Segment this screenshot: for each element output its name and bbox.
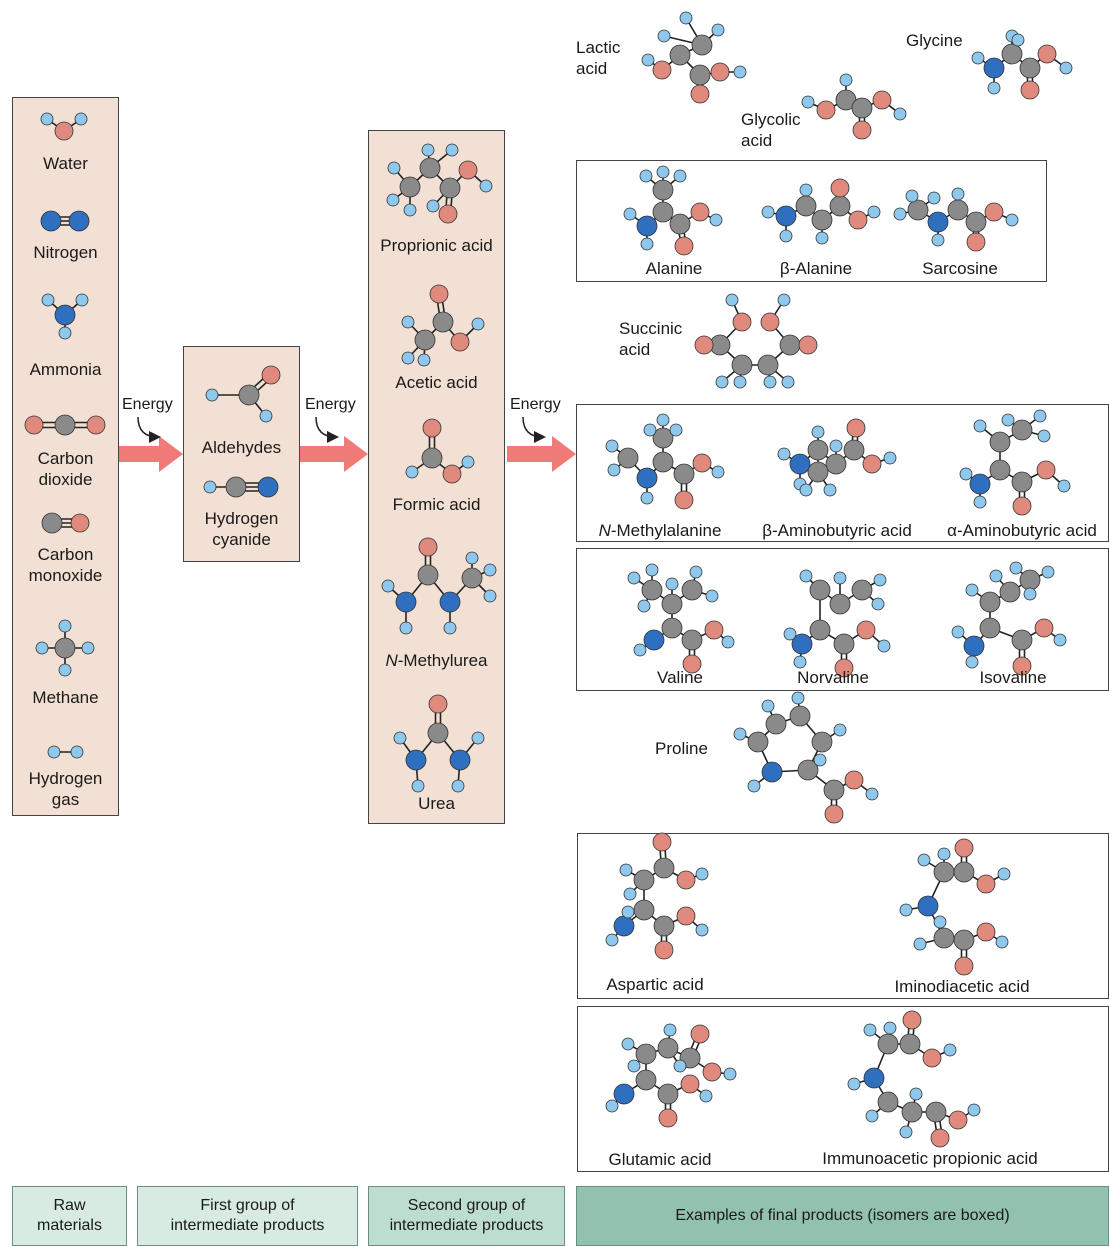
label-iminodiacetic-acid: Iminodiacetic acid bbox=[894, 977, 1030, 996]
label-formic-acid: Formic acid bbox=[392, 495, 481, 514]
label-immunoacetic-propionic-acid: Immunoacetic propionic acid bbox=[822, 1149, 1038, 1168]
label-nitrogen: Nitrogen bbox=[33, 243, 98, 262]
second-intermediates-panel bbox=[368, 130, 505, 824]
arrow-2 bbox=[300, 416, 368, 472]
label-n-methylurea-suffix: -Methylurea bbox=[397, 651, 488, 670]
carbon-dioxide-molecule bbox=[24, 414, 106, 436]
sarcosine-molecule bbox=[893, 187, 1019, 252]
label-succinic-acid: Succinic acid bbox=[619, 319, 683, 359]
proline-molecule bbox=[733, 691, 879, 824]
label-alanine: Alanine bbox=[645, 259, 703, 278]
lactic-acid-molecule bbox=[641, 11, 747, 104]
n-methylurea-molecule bbox=[381, 537, 497, 635]
label-glycine: Glycine bbox=[906, 31, 963, 50]
energy-label-2: Energy bbox=[305, 396, 356, 413]
legend-raw-materials-text: Raw materials bbox=[37, 1197, 102, 1234]
norvaline-molecule bbox=[783, 569, 891, 678]
n-methylalanine-molecule bbox=[605, 413, 725, 510]
label-carbon-monoxide: Carbon monoxide bbox=[28, 545, 103, 585]
water-molecule bbox=[40, 112, 88, 141]
label-ammonia: Ammonia bbox=[29, 360, 102, 379]
label-aspartic-acid: Aspartic acid bbox=[606, 975, 704, 994]
label-alpha-aminobutyric-acid: α-Aminobutyric acid bbox=[947, 521, 1097, 540]
glycolic-acid-molecule bbox=[801, 73, 907, 140]
first-intermediates-panel bbox=[183, 346, 300, 562]
label-carbon-dioxide: Carbon dioxide bbox=[37, 449, 94, 489]
carbon-monoxide-molecule bbox=[41, 512, 90, 534]
label-n-methylurea: N-Methylurea bbox=[368, 650, 505, 671]
label-hydrogen-cyanide: Hydrogen cyanide bbox=[204, 509, 279, 549]
label-urea: Urea bbox=[418, 794, 455, 813]
label-methane: Methane bbox=[32, 688, 99, 707]
label-beta-aminobutyric-acid: β-Aminobutyric acid bbox=[762, 521, 912, 540]
urea-molecule bbox=[393, 694, 485, 793]
label-n-methylalanine: N-Methylalanine bbox=[580, 520, 740, 541]
valine-molecule bbox=[627, 563, 735, 674]
legend-raw-materials: Raw materials bbox=[12, 1186, 127, 1246]
nitrogen-molecule bbox=[40, 210, 90, 232]
alanine-molecule bbox=[623, 165, 723, 256]
isomer-box-alanine bbox=[576, 160, 1047, 282]
label-acetic-acid: Acetic acid bbox=[395, 373, 478, 392]
aspartic-acid-molecule bbox=[605, 832, 709, 960]
immunoacetic-propionic-molecule bbox=[847, 1010, 981, 1148]
arrow-3 bbox=[507, 416, 576, 472]
isovaline-molecule bbox=[951, 561, 1067, 676]
label-beta-alanine: β-Alanine bbox=[779, 259, 853, 278]
alpha-aminobutyric-molecule bbox=[959, 409, 1071, 516]
legend-second-group: Second group of intermediate products bbox=[368, 1186, 565, 1246]
legend-final-products: Examples of final products (isomers are … bbox=[576, 1186, 1109, 1246]
beta-aminobutyric-molecule bbox=[777, 418, 897, 497]
arrow-1 bbox=[119, 416, 183, 472]
label-isovaline: Isovaline bbox=[979, 668, 1047, 687]
label-n-methylalanine-prefix: N bbox=[598, 521, 611, 540]
hydrogen-molecule bbox=[47, 745, 84, 759]
proprionic-acid-molecule bbox=[386, 143, 493, 224]
legend-second-group-text: Second group of intermediate products bbox=[389, 1197, 544, 1234]
legend-final-products-text: Examples of final products (isomers are … bbox=[675, 1207, 1010, 1224]
label-n-methylalanine-suffix: -Methylalanine bbox=[610, 521, 722, 540]
beta-alanine-molecule bbox=[761, 178, 881, 245]
energy-label-3: Energy bbox=[510, 396, 561, 413]
ammonia-molecule bbox=[41, 293, 89, 340]
label-hydrogen-gas: Hydrogen gas bbox=[28, 769, 103, 809]
label-sarcosine: Sarcosine bbox=[922, 259, 998, 278]
glutamic-acid-molecule bbox=[605, 1023, 737, 1128]
label-glutamic-acid: Glutamic acid bbox=[608, 1150, 712, 1169]
label-glycolic-acid: Glycolic acid bbox=[741, 110, 801, 150]
methane-molecule bbox=[35, 619, 95, 677]
energy-label-1: Energy bbox=[122, 396, 173, 413]
label-proprionic-acid: Proprionic acid bbox=[380, 236, 493, 255]
label-valine: Valine bbox=[657, 668, 703, 687]
legend-first-group: First group of intermediate products bbox=[137, 1186, 358, 1246]
succinic-acid-molecule bbox=[694, 293, 818, 389]
formic-acid-molecule bbox=[405, 418, 475, 484]
aldehyde-molecule bbox=[205, 365, 281, 423]
label-n-methylurea-prefix: N bbox=[385, 651, 398, 670]
label-water: Water bbox=[43, 154, 88, 173]
acetic-acid-molecule bbox=[401, 284, 485, 367]
legend-first-group-text: First group of intermediate products bbox=[170, 1197, 325, 1234]
iminodiacetic-acid-molecule bbox=[899, 838, 1011, 976]
label-proline: Proline bbox=[655, 739, 708, 758]
label-lactic-acid: Lactic acid bbox=[576, 38, 621, 78]
hydrogen-cyanide-molecule bbox=[203, 476, 279, 498]
glycine-molecule bbox=[971, 29, 1073, 100]
label-norvaline: Norvaline bbox=[797, 668, 869, 687]
label-aldehydes: Aldehydes bbox=[201, 438, 282, 457]
